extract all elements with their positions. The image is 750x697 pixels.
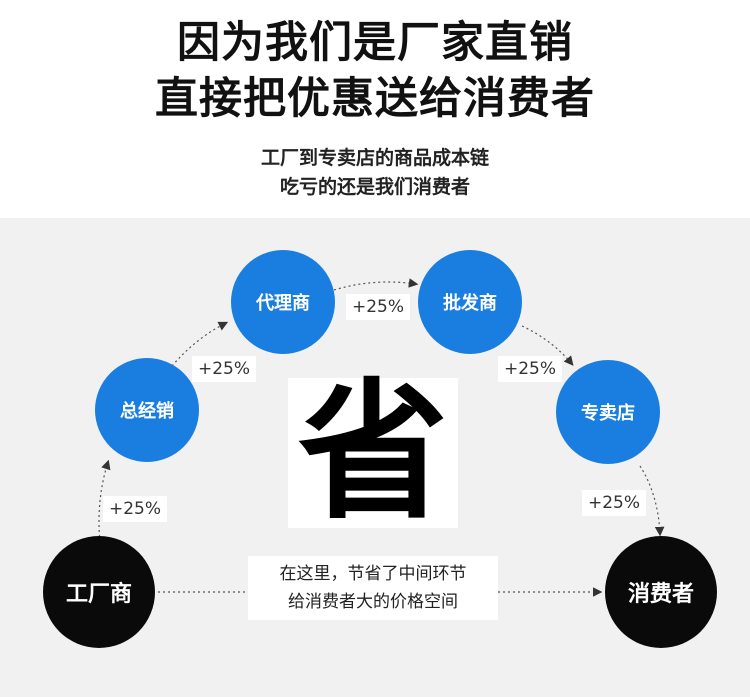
markup-label-4: +25% — [498, 356, 563, 382]
node-store-label: 专卖店 — [581, 403, 635, 424]
node-factory: 工厂商 — [43, 536, 155, 648]
arrow-distributor-to-agent — [171, 321, 229, 367]
node-agent-label: 代理商 — [256, 293, 310, 314]
markup-label-5: +25% — [582, 490, 647, 516]
savings-note-line-1: 在这里，节省了中间环节 — [279, 564, 467, 584]
save-character-box: 省 — [288, 378, 458, 528]
subtitle-line-2: 吃亏的还是我们消费者 — [279, 176, 470, 198]
savings-note: 在这里，节省了中间环节 给消费者大的价格空间 — [248, 556, 498, 620]
node-distributor-label: 总经销 — [120, 401, 174, 422]
markup-label-2: +25% — [192, 356, 257, 382]
save-character: 省 — [297, 366, 448, 540]
arrow-store-to-consumer — [639, 465, 665, 537]
arrow-agent-to-wholesaler — [333, 278, 419, 291]
markup-label-1: +25% — [103, 496, 168, 522]
headline-line-2: 直接把优惠送给消费者 — [155, 74, 595, 124]
subtitle-line-1: 工厂到专卖店的商品成本链 — [260, 147, 489, 169]
markup-label-3: +25% — [346, 294, 411, 320]
node-distributor: 总经销 — [95, 358, 199, 462]
savings-note-line-2: 给消费者大的价格空间 — [288, 592, 458, 612]
node-factory-label: 工厂商 — [65, 582, 132, 607]
node-consumer-label: 消费者 — [627, 582, 694, 607]
node-consumer: 消费者 — [605, 536, 717, 648]
node-agent: 代理商 — [231, 250, 335, 354]
headline-line-1: 因为我们是厂家直销 — [177, 18, 573, 68]
arrow-factory-to-distributor — [98, 459, 111, 543]
arrow-wholesaler-to-store — [521, 325, 574, 366]
node-store: 专卖店 — [556, 360, 660, 464]
node-wholesaler: 批发商 — [418, 250, 522, 354]
node-wholesaler-label: 批发商 — [443, 293, 497, 314]
